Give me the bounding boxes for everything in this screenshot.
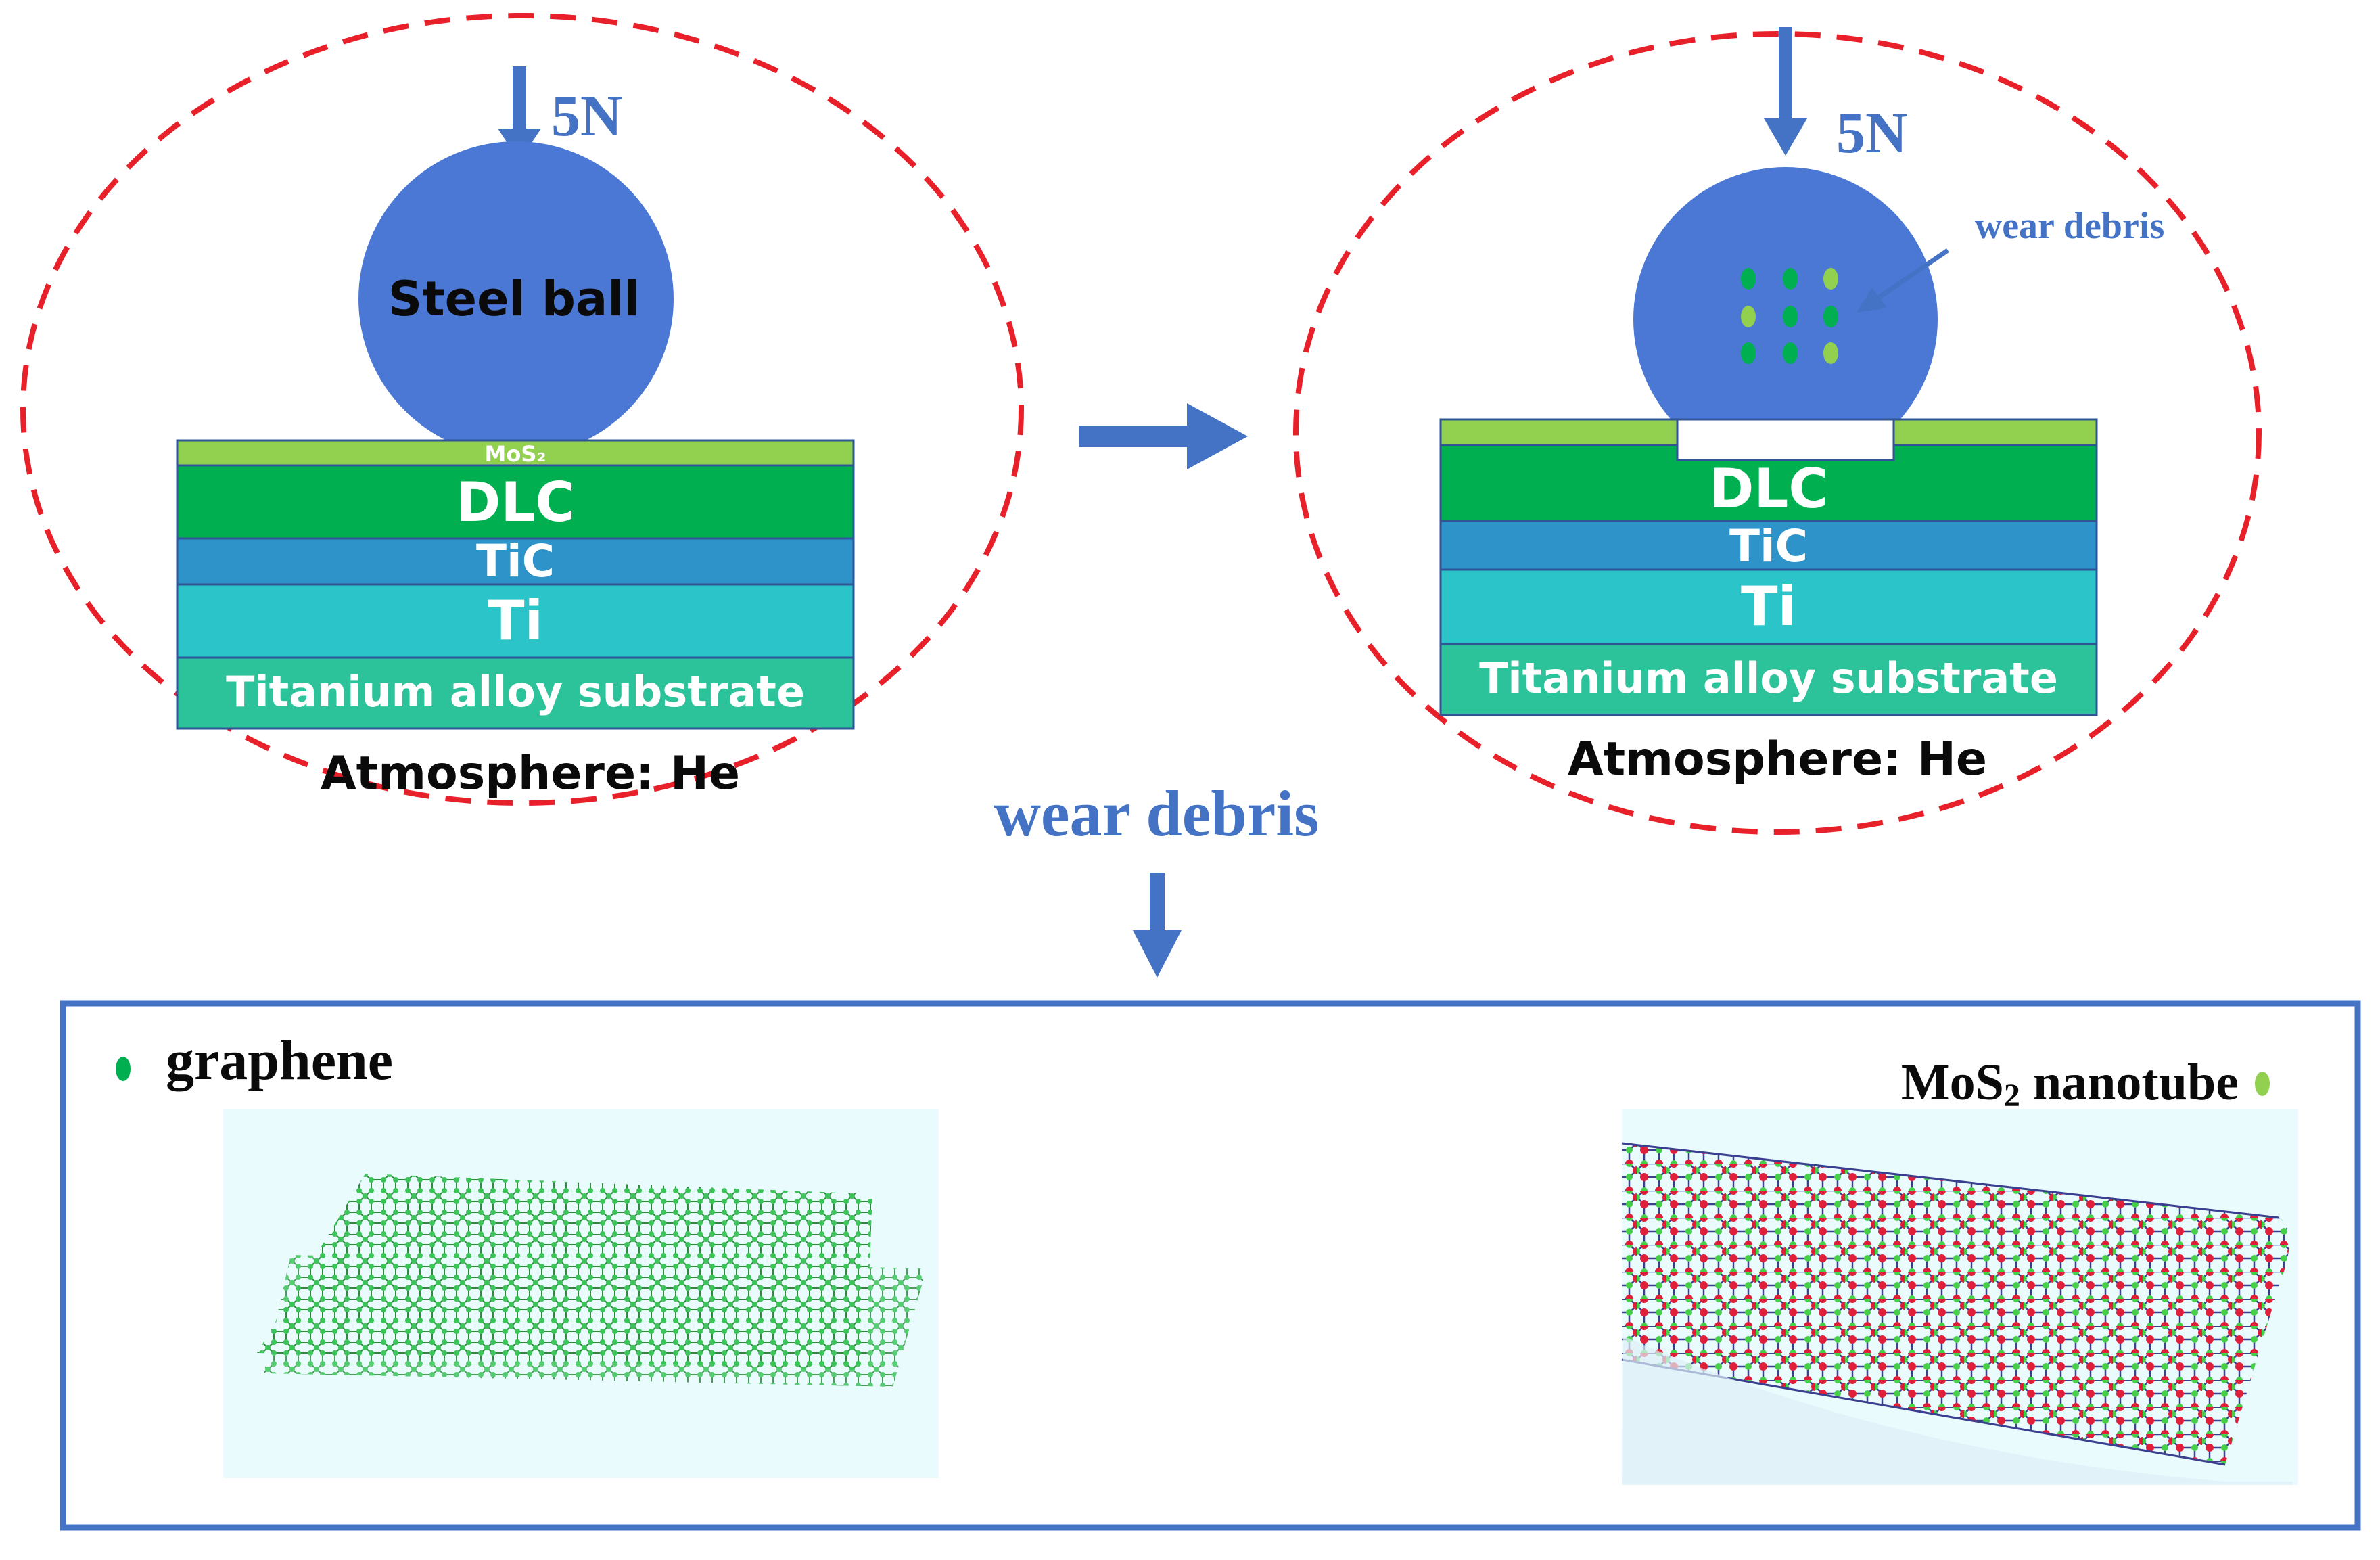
- wear-debris-caption: wear debris: [994, 777, 1320, 850]
- bottom-frame: [60, 1000, 2361, 1531]
- left-layer-substrate-label: Titanium alloy substrate: [226, 667, 805, 716]
- right-force-label: 5N: [1836, 100, 1907, 165]
- left-layer-dlc-label: DLC: [456, 471, 575, 534]
- right-layer-tic-label: TiC: [1729, 520, 1808, 572]
- graphene-legend-dot: [116, 1057, 131, 1081]
- left-layer-substrate: [176, 656, 855, 730]
- debris-pointer-arrow: [1857, 248, 1949, 313]
- mos2-nanotube-label: MoS2 nanotube: [1901, 1054, 2239, 1114]
- left-layer-ti-label: Ti: [488, 589, 543, 652]
- left-atmosphere-label: Atmosphere: He: [321, 747, 740, 800]
- mos2-suffix: nanotube: [2020, 1054, 2239, 1111]
- nanotube-image: [1621, 1142, 2293, 1485]
- right-layer-dlc-label: DLC: [1709, 457, 1828, 520]
- right-layer-substrate: [1439, 643, 2098, 716]
- bottom-panel: graphene MoS2 nanotube: [60, 1000, 2361, 1531]
- right-atmosphere-label: Atmosphere: He: [1568, 733, 1987, 786]
- left-layer-mos2: [176, 439, 855, 467]
- mos2-subscript: 2: [2004, 1078, 2020, 1114]
- right-debris-label: wear debris: [1975, 205, 2165, 247]
- right-dashed-ellipse: [1293, 31, 2262, 835]
- left-force-label: 5N: [551, 83, 622, 148]
- left-dashed-ellipse: [20, 13, 1024, 806]
- left-panel: 5N Steel ball MoS₂ DLC TiC Ti Titanium a…: [20, 13, 1024, 806]
- right-force-arrow: [1764, 27, 1807, 156]
- right-layer-substrate-label: Titanium alloy substrate: [1479, 653, 2058, 703]
- right-layer-mos2-right: [1892, 418, 2098, 446]
- left-layer-ti: [176, 583, 855, 659]
- left-steel-ball: [358, 141, 674, 457]
- ball-debris-dots: [1741, 268, 1838, 364]
- right-panel: 5N wear debris DLC TiC Ti: [1293, 27, 2262, 835]
- right-wear-track: [1676, 418, 1895, 461]
- right-layer-ti-label: Ti: [1741, 575, 1796, 638]
- right-layer-tic: [1439, 520, 2098, 571]
- right-layer-ti: [1439, 568, 2098, 645]
- graphene-label: graphene: [166, 1029, 393, 1092]
- left-steel-ball-label: Steel ball: [388, 271, 640, 327]
- down-arrow: [1133, 873, 1182, 978]
- left-layer-mos2-label: MoS₂: [485, 441, 546, 467]
- graphene-image: [257, 1174, 927, 1387]
- right-layer-mos2-left: [1439, 418, 1679, 446]
- left-layer-tic-label: TiC: [476, 535, 555, 587]
- mos2-legend-dot: [2255, 1072, 2270, 1096]
- mos2-prefix: MoS: [1901, 1054, 2004, 1111]
- transition-arrow: [1079, 403, 1248, 469]
